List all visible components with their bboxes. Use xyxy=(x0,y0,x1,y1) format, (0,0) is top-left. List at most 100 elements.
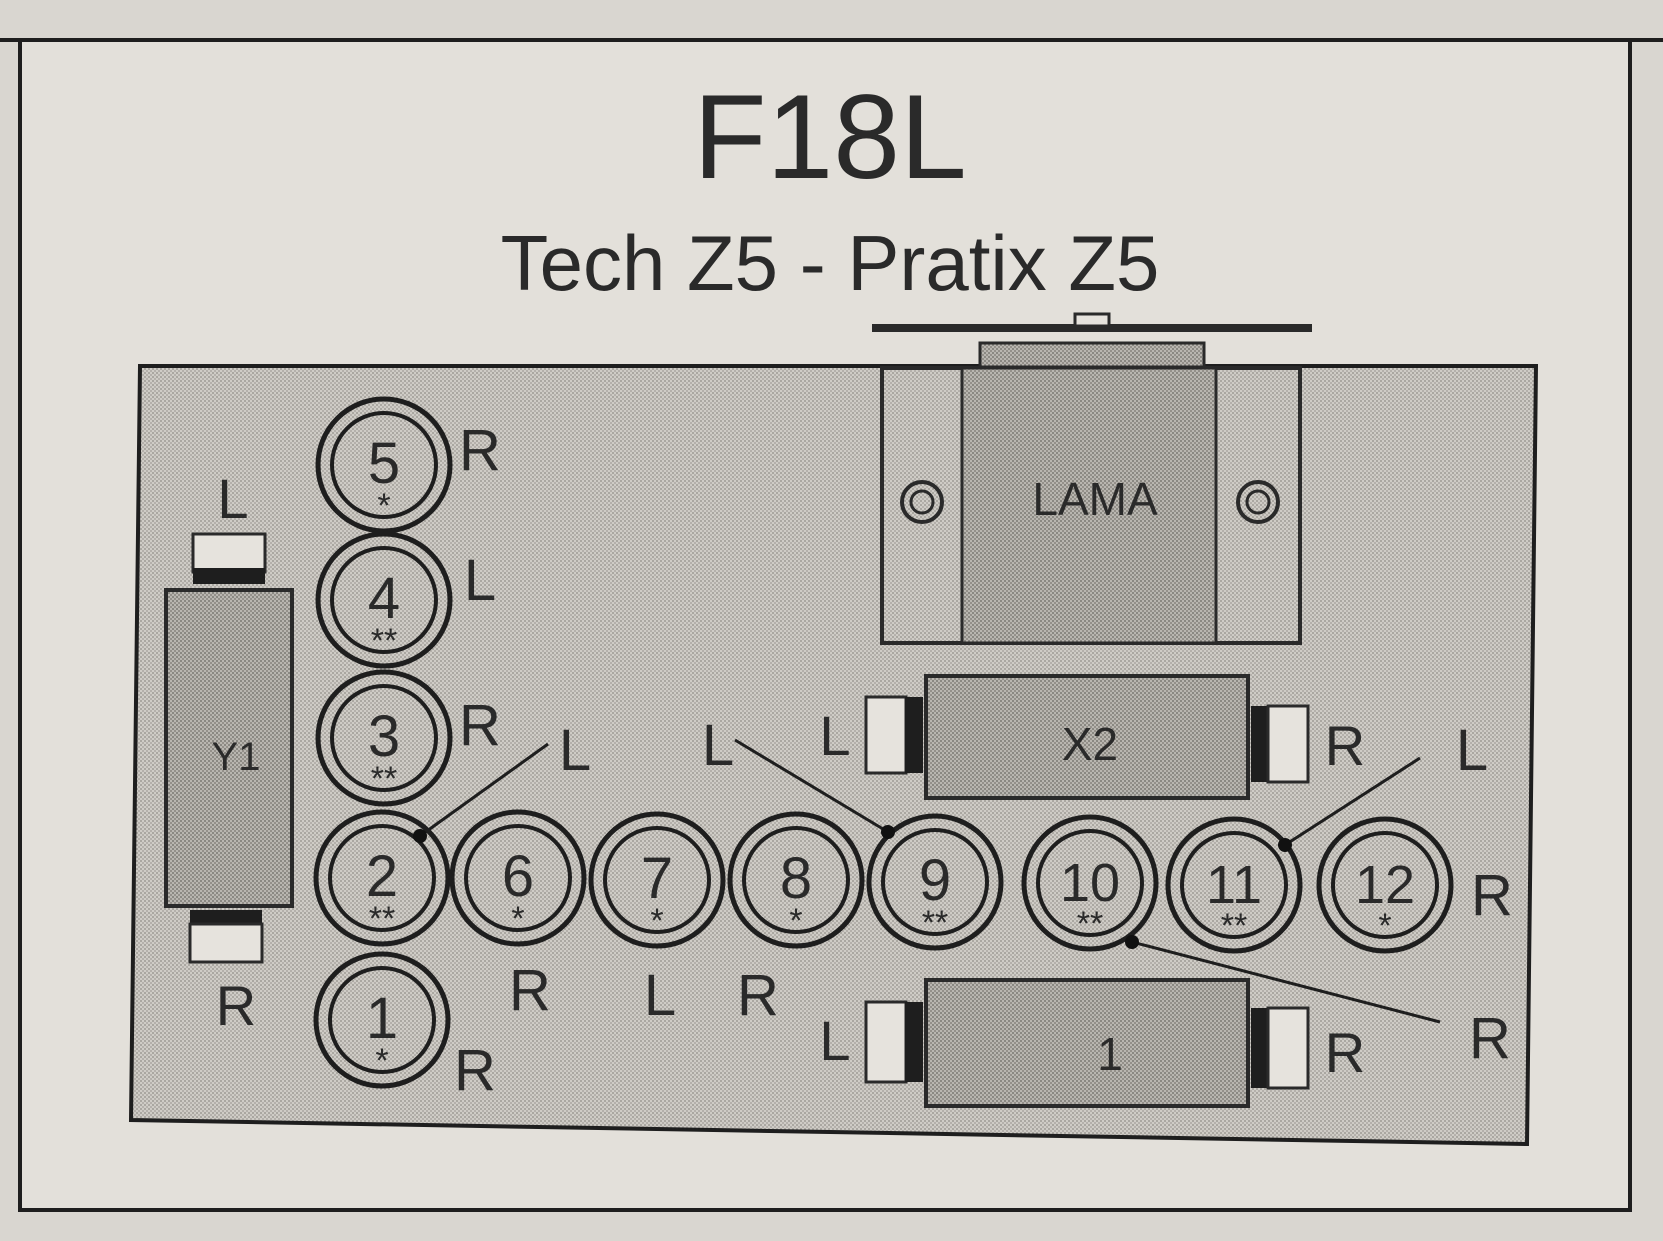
y1-top-side-label: L xyxy=(217,467,248,530)
pin-number: 9 xyxy=(919,848,951,913)
pin-number: 4 xyxy=(368,566,400,631)
x2-right-side-label: R xyxy=(1325,714,1365,777)
pin-5: 5* R xyxy=(315,396,501,534)
x1-left-side-label: L xyxy=(819,1009,850,1072)
leader-line xyxy=(419,742,549,838)
pin-stars: * xyxy=(650,902,663,940)
leader-dot xyxy=(881,825,895,839)
pin-stars: ** xyxy=(369,900,395,938)
pin-side-label: R xyxy=(509,958,551,1023)
x1-right-side-label: R xyxy=(1325,1021,1365,1084)
pin-number: 8 xyxy=(780,846,812,911)
pin-12: 12* R xyxy=(1316,816,1513,954)
lama-collar xyxy=(978,341,1206,369)
pin-inner-ring xyxy=(464,824,572,932)
pin-side-label: R xyxy=(737,963,779,1028)
pin-stars: * xyxy=(789,902,802,940)
x2-body xyxy=(924,674,1250,800)
pin-inner-ring xyxy=(1180,831,1288,939)
pin-inner-ring xyxy=(881,828,989,936)
pin-side-label: L xyxy=(559,718,591,783)
pin-inner-ring xyxy=(330,684,438,792)
x1-body xyxy=(924,978,1250,1108)
pin-inner-ring xyxy=(603,826,711,934)
y1-bottom-terminal xyxy=(188,922,264,964)
pin-inner-ring xyxy=(742,826,850,934)
y1-top-terminal xyxy=(191,532,267,574)
diagram-title: F18L xyxy=(693,70,967,204)
pin-stars: * xyxy=(1378,907,1391,945)
pin-stars: ** xyxy=(371,622,397,660)
pin-side-label: L xyxy=(464,548,496,613)
pin-number: 1 xyxy=(366,986,398,1051)
pin-inner-ring xyxy=(1036,829,1144,937)
screw-icon xyxy=(1236,480,1280,524)
pin-7: 7* L xyxy=(588,811,726,1028)
pin-stars: * xyxy=(377,487,390,525)
pin-3: 3**R xyxy=(315,669,501,807)
pin-side-label: L xyxy=(702,713,734,778)
pin-stars: * xyxy=(375,1042,388,1080)
x2-right-terminal xyxy=(1266,704,1310,784)
pin-number: 5 xyxy=(368,431,400,496)
pin-stars: ** xyxy=(922,904,948,942)
pin-side-label: L xyxy=(1456,718,1488,783)
lama-switch: LAMA xyxy=(872,312,1312,645)
y1-bottom-side-label: R xyxy=(216,974,256,1037)
leader-dot xyxy=(1125,935,1139,949)
pin-side-label: R xyxy=(459,693,501,758)
pin-inner-ring xyxy=(328,966,436,1074)
x2-left-side-label: L xyxy=(819,704,850,767)
leader-dot xyxy=(1278,838,1292,852)
x1-connector: 1 L R xyxy=(819,978,1365,1108)
x1-left-terminal xyxy=(864,1000,908,1084)
pin-1: 1* R xyxy=(313,951,496,1103)
pin-side-label: R xyxy=(459,418,501,483)
leader-line xyxy=(1131,940,1441,1024)
pin-inner-ring xyxy=(328,824,436,932)
lama-center-plate xyxy=(960,366,1218,645)
pin-side-label: R xyxy=(1469,1006,1511,1071)
screw-icon xyxy=(900,480,944,524)
pin-inner-ring xyxy=(330,411,438,519)
leader-line xyxy=(734,738,889,834)
pin-10: 10**R xyxy=(1021,814,1511,1071)
pin-stars: ** xyxy=(1077,905,1103,943)
pin-number: 11 xyxy=(1206,855,1262,915)
y1-body xyxy=(164,588,294,908)
pin-6: 6* R xyxy=(449,809,587,1023)
x2-connector: X2 L R xyxy=(819,674,1365,800)
pin-2: 2**L xyxy=(313,718,591,947)
pin-inner-ring xyxy=(1331,831,1439,939)
pin-group: 5*R4**L3**R2**L1*R6*R7*L8*R9**L10**R11**… xyxy=(313,396,1513,1103)
leader-dot xyxy=(413,829,427,843)
y1-label: Y1 xyxy=(212,735,261,779)
pin-side-label: R xyxy=(454,1038,496,1103)
pin-11: 11** L xyxy=(1165,718,1488,954)
lama-blade-tab xyxy=(1073,312,1111,328)
pin-stars: * xyxy=(511,900,524,938)
pin-inner-ring xyxy=(330,546,438,654)
pin-9: 9** L xyxy=(702,713,1004,951)
pin-number: 10 xyxy=(1060,853,1120,913)
y1-connector: Y1 L R xyxy=(164,467,294,1037)
pin-8: 8* R xyxy=(727,811,865,1028)
pin-4: 4** L xyxy=(315,531,496,669)
x1-label: 1 xyxy=(1097,1028,1123,1080)
leader-lines xyxy=(413,738,1441,1024)
pin-number: 12 xyxy=(1355,855,1415,915)
pin-side-label: L xyxy=(644,963,676,1028)
pin-number: 7 xyxy=(641,846,673,911)
lama-label: LAMA xyxy=(1032,473,1158,525)
lama-blade xyxy=(872,324,1312,332)
leader-line xyxy=(1284,756,1421,847)
x1-right-terminal xyxy=(1266,1006,1310,1090)
pin-number: 6 xyxy=(502,844,534,909)
pin-side-label: R xyxy=(1471,863,1513,928)
diagram-subtitle: Tech Z5 - Pratix Z5 xyxy=(501,219,1160,307)
x2-left-terminal xyxy=(864,695,908,775)
pin-stars: ** xyxy=(371,760,397,798)
x2-label: X2 xyxy=(1062,718,1118,770)
pin-stars: ** xyxy=(1221,907,1247,945)
